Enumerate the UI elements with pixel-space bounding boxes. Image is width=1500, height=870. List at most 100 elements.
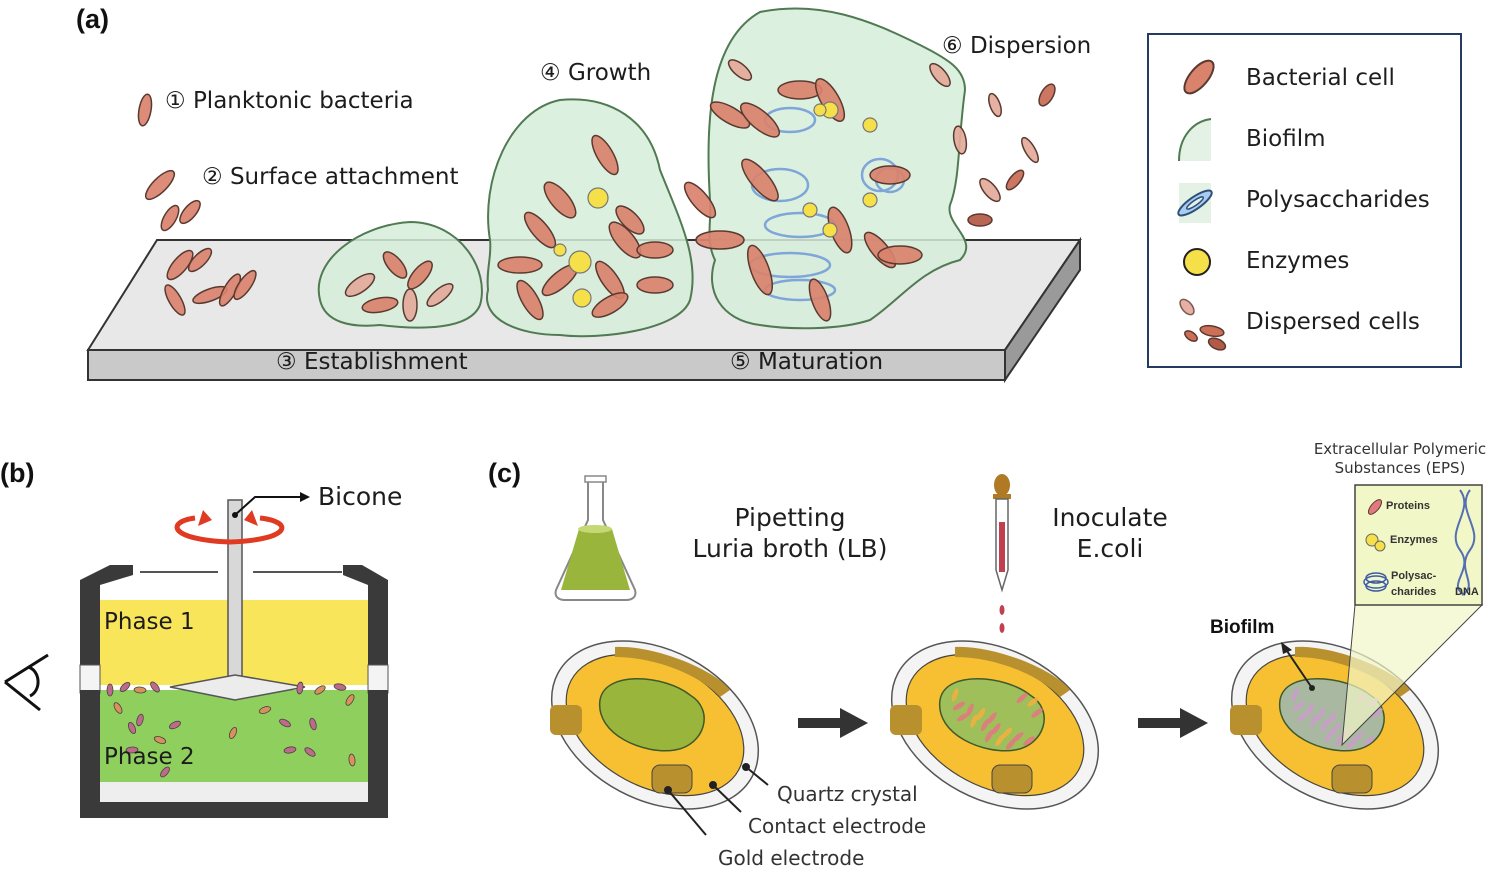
bacterium	[1291, 688, 1299, 702]
dispersed-cells-icon	[1179, 298, 1227, 351]
bacterial-cell-icon	[1183, 59, 1215, 95]
bacterium	[348, 753, 356, 767]
bacterium	[133, 686, 147, 694]
eps-item-enzymes: Enzymes	[1390, 534, 1438, 546]
bacterium	[228, 726, 238, 740]
quartz-crystal-label: Quartz crystal	[777, 782, 918, 806]
stage-name: Growth	[567, 60, 652, 86]
legend-label: Polysaccharides	[1246, 187, 1430, 213]
bacterium	[980, 718, 990, 732]
dna-icon	[1454, 489, 1466, 596]
enzyme-icon	[1183, 248, 1211, 276]
stage-name: Dispersion	[969, 33, 1092, 59]
stage-attachment-label: ② Surface attachment	[202, 164, 458, 190]
biofilm-icon	[1178, 118, 1212, 162]
bacterial-cell	[164, 284, 186, 316]
flask-icon	[554, 475, 637, 601]
step-pipetting-label: Pipetting Luria broth (LB)	[675, 502, 905, 564]
bacterial-cell	[727, 59, 753, 81]
step-line: Pipetting	[734, 503, 846, 532]
gold-electrode-label: Gold electrode	[718, 846, 865, 870]
bacterial-cell	[1021, 136, 1039, 164]
stage-growth-label: ④ Growth	[540, 60, 651, 86]
panel-a-label: (a)	[76, 4, 109, 34]
stage-name: Planktonic bacteria	[192, 88, 414, 114]
bacterial-cell	[179, 199, 201, 225]
bacterial-cell	[636, 241, 674, 259]
stage-number: ⑤	[730, 349, 751, 375]
bacterium	[304, 747, 316, 757]
bacterium	[1316, 707, 1326, 721]
bacterial-cell	[608, 221, 642, 259]
bacterium	[1371, 708, 1383, 718]
biofilm-label: Biofilm	[1210, 617, 1275, 638]
bacterial-cell	[160, 204, 180, 232]
qcm-sensors-group	[550, 640, 1440, 810]
process-arrow-icon	[798, 708, 868, 738]
bacterial-cells-group	[137, 59, 1056, 322]
eps-title-line: Extracellular Polymeric	[1313, 440, 1487, 458]
bacterial-cell	[591, 292, 629, 318]
eps-title: Extracellular Polymeric Substances (EPS)	[1300, 440, 1500, 478]
bacterium	[956, 712, 970, 722]
bacterial-cell	[929, 62, 951, 88]
contact-electrode	[615, 646, 730, 697]
bacterial-cell	[746, 244, 774, 296]
legend-item-bacterial-cell: Bacterial cell	[1149, 55, 1460, 105]
contact-electrode	[1295, 646, 1410, 697]
stage-name: Establishment	[303, 349, 468, 375]
bacterial-cell	[426, 282, 454, 308]
eps-title-line: Substances (EPS)	[1334, 459, 1466, 477]
legend-label: Biofilm	[1246, 126, 1326, 152]
bacterial-cell	[407, 260, 433, 290]
stage-number: ⑥	[942, 33, 963, 59]
panel-c-label: (c)	[488, 458, 521, 488]
bacterial-cell	[523, 211, 557, 249]
bacterium	[1296, 712, 1310, 722]
stage-number: ②	[202, 164, 223, 190]
bacterium	[991, 723, 1001, 735]
bacterium	[1331, 723, 1341, 735]
bacterium	[160, 766, 170, 778]
bacterium	[309, 717, 317, 731]
bacterial-cell	[979, 177, 1001, 203]
container-right-wall	[343, 565, 388, 665]
legend-item-polysaccharides: Polysaccharides	[1149, 177, 1460, 227]
bacterium	[976, 707, 986, 721]
eps-item-dna: DNA	[1455, 586, 1479, 598]
phase2-label: Phase 2	[104, 744, 195, 770]
bacterial-cell	[137, 93, 153, 127]
observer-eye-icon	[4, 653, 49, 712]
bacterium	[1006, 738, 1016, 750]
bacterial-cell	[988, 92, 1002, 118]
bacterial-cell	[741, 158, 779, 202]
bacterial-cell	[709, 101, 751, 129]
bacterium	[314, 685, 326, 695]
enzyme	[813, 103, 827, 117]
polysaccharides-icon	[1177, 183, 1213, 223]
bacterial-cell	[1038, 83, 1056, 107]
contact-electrode	[1331, 764, 1373, 794]
legend-label: Bacterial cell	[1246, 65, 1395, 91]
bacterium	[984, 729, 994, 743]
bacterium	[345, 694, 355, 706]
bacterial-cell	[877, 245, 923, 265]
bacterium	[258, 706, 272, 714]
bacterial-cell	[615, 205, 645, 235]
bacterium	[970, 714, 978, 728]
bacterium	[951, 688, 959, 702]
bacterium	[153, 736, 167, 744]
contact-electrode	[651, 764, 693, 794]
rotation-arrow-icon	[174, 515, 285, 545]
bacterium	[279, 718, 291, 728]
interface-bacteria-group	[106, 681, 356, 778]
bacterial-cell	[233, 269, 257, 301]
step-inoculate-label: Inoculate E.coli	[1030, 502, 1190, 564]
bacterial-cell	[591, 134, 619, 176]
panel-b-label: (b)	[0, 458, 35, 488]
bacterium	[1031, 708, 1043, 718]
legend-label: Enzymes	[1246, 248, 1350, 274]
stage-establishment-label: ③ Establishment	[276, 349, 468, 375]
bacterium	[987, 712, 997, 724]
